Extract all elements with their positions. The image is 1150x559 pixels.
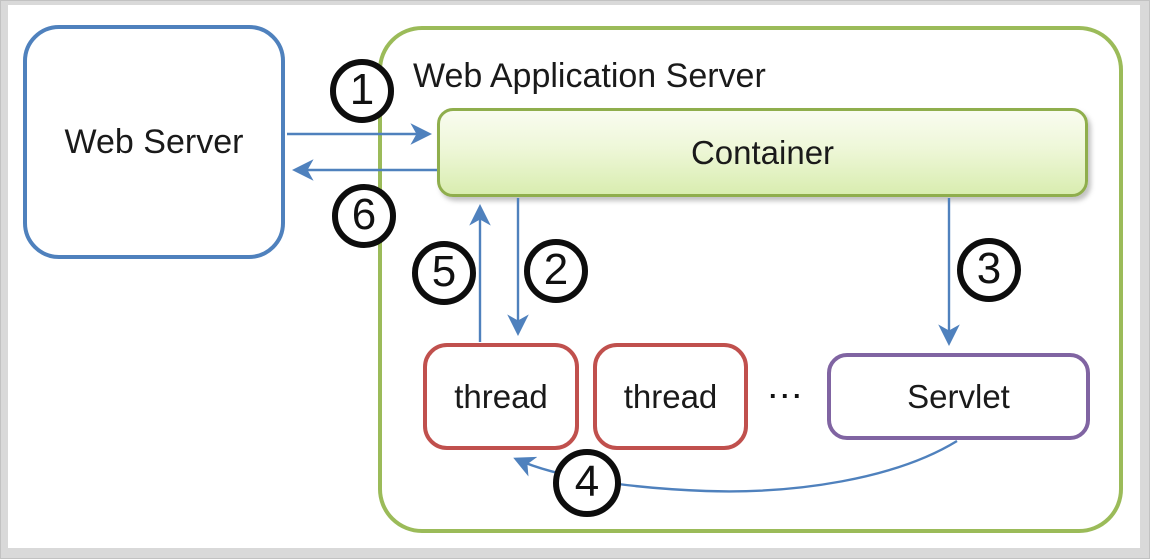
container-label: Container	[690, 134, 835, 171]
thread-node-2: thread	[593, 343, 748, 450]
web-server-node: Web Server	[23, 25, 285, 259]
step-1-number: 1	[349, 65, 375, 114]
step-3-number: 3	[976, 244, 1002, 293]
step-badge-6: 6	[332, 184, 396, 248]
thread-ellipsis: ···	[769, 381, 805, 411]
servlet-label: Servlet	[907, 378, 1010, 415]
step-badge-3: 3	[957, 238, 1021, 302]
step-5-number: 5	[431, 247, 457, 296]
servlet-node: Servlet	[827, 353, 1090, 440]
step-badge-2: 2	[524, 239, 588, 303]
web-application-server-title: Web Application Server	[413, 57, 766, 95]
thread-2-label: thread	[623, 378, 718, 415]
thread-node-1: thread	[423, 343, 579, 450]
step-badge-5: 5	[412, 241, 476, 305]
thread-1-label: thread	[454, 378, 548, 415]
step-4-number: 4	[574, 457, 600, 506]
step-2-number: 2	[543, 245, 569, 294]
web-application-server-node	[378, 26, 1123, 533]
web-server-label: Web Server	[64, 123, 244, 161]
step-badge-1: 1	[330, 59, 394, 123]
step-badge-4: 4	[553, 449, 621, 517]
container-node: Container	[437, 108, 1088, 197]
step-6-number: 6	[351, 190, 377, 239]
